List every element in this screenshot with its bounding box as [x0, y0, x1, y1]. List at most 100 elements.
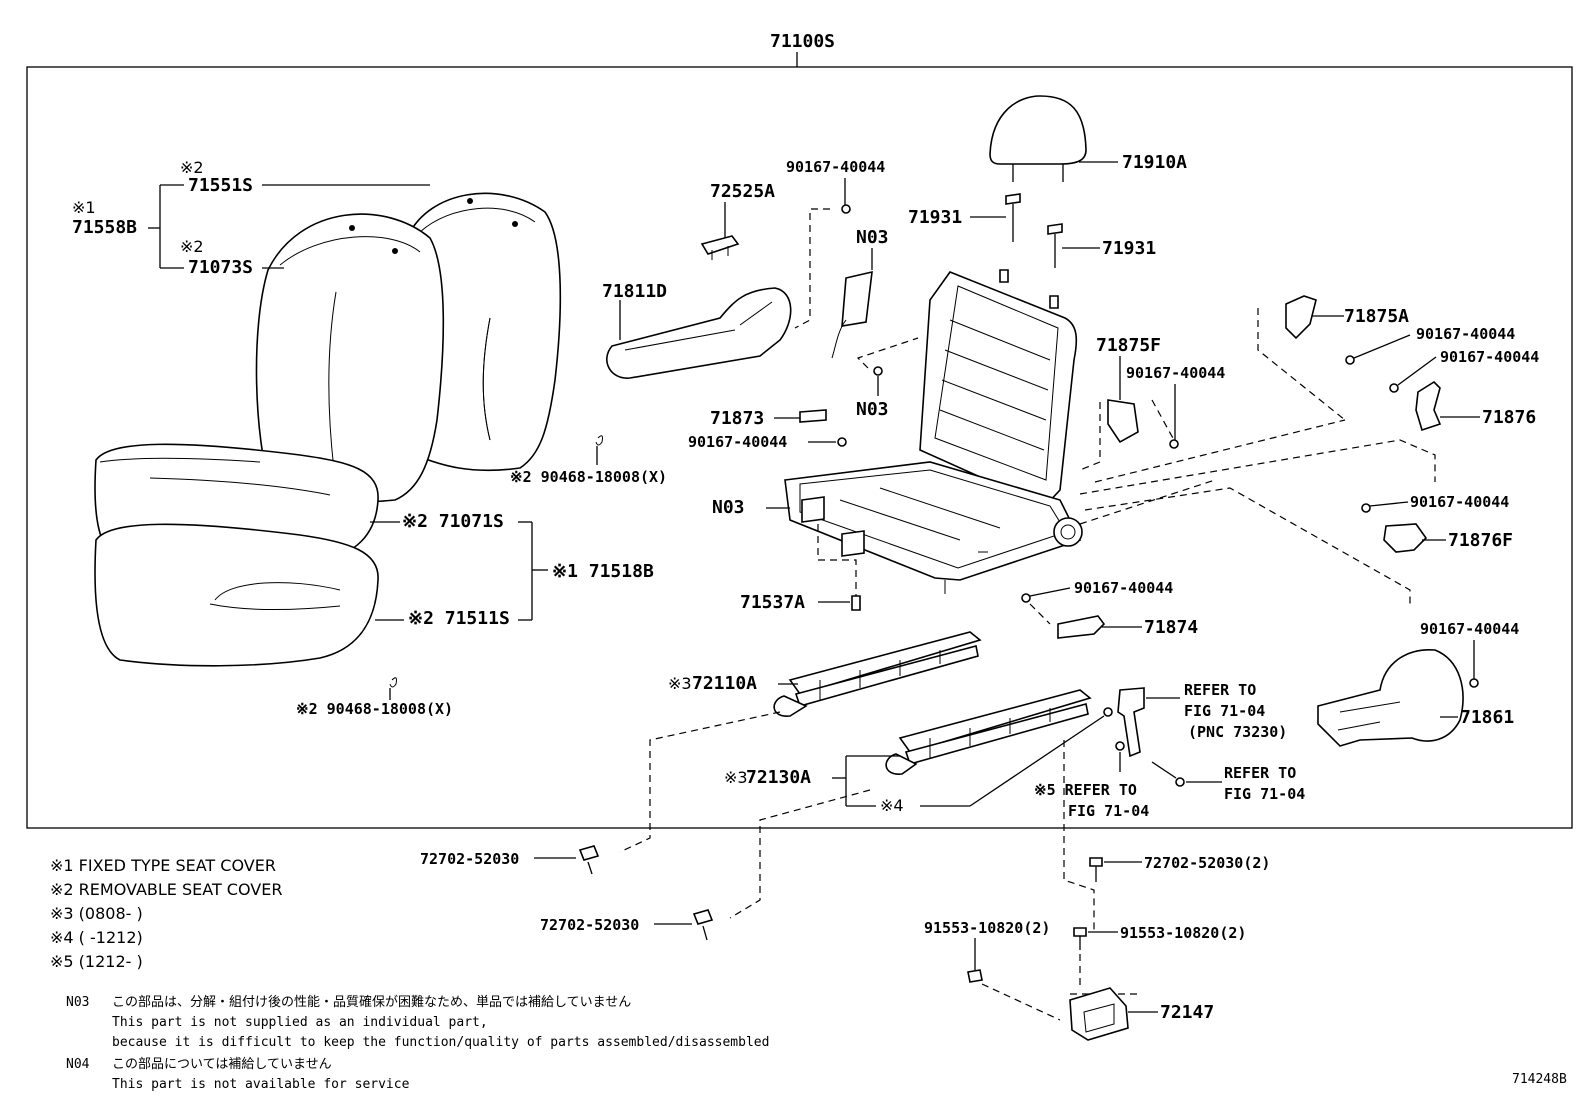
part-72110A: 72110A: [692, 673, 757, 694]
bolt-icon: [1361, 503, 1371, 513]
ref-2-line-1: REFER TO: [1224, 764, 1296, 782]
part-72702-52030-c: 72702-52030(2): [1144, 854, 1270, 872]
part-72147: 72147: [1160, 1002, 1214, 1023]
seatback-cover-front: [255, 213, 491, 503]
note-n03-code: N03: [66, 995, 89, 1010]
note-mark-4: ※4: [880, 796, 904, 815]
note-n04-english: This part is not available for service: [112, 1077, 410, 1092]
part-N03-c: N03: [712, 497, 745, 518]
ref-3-line-2: FIG 71-04: [1068, 802, 1149, 820]
clip-71873: [799, 409, 827, 423]
part-90167-40044-a: 90167-40044: [786, 158, 885, 176]
seat-track-outer: [773, 631, 982, 717]
seat-frame: [784, 269, 1083, 594]
clip-71537A: [851, 595, 861, 611]
note-mark: ※2: [180, 158, 204, 177]
bracket-72147: [1069, 987, 1129, 1041]
part-90468-18008-lower: ※2 90468-18008(X): [296, 700, 453, 718]
part-71518B: ※1 71518B: [552, 561, 654, 582]
part-71876: 71876: [1482, 407, 1536, 428]
belt-anchor-bracket: [1117, 687, 1145, 758]
assembly-frame: [26, 66, 1573, 829]
bolt-icon: [873, 366, 883, 376]
part-71861: 71861: [1460, 707, 1514, 728]
part-N03-b: N03: [856, 399, 889, 420]
part-90167-40044-b: 90167-40044: [1416, 325, 1515, 343]
bolt-icon: [692, 909, 714, 925]
part-71875F: 71875F: [1096, 335, 1161, 356]
headrest-guide-1: [1005, 193, 1021, 242]
part-90167-40044-h: 90167-40044: [1074, 579, 1173, 597]
bolt-icon: [1469, 678, 1479, 688]
part-90468-18008-upper: ※2 90468-18008(X): [510, 468, 667, 486]
seat-track-inner: [885, 689, 1113, 775]
bolt-icon: [1073, 927, 1087, 937]
bolt-icon: [1175, 777, 1185, 787]
part-71073S: 71073S: [188, 257, 253, 278]
note-mark: ※3: [724, 768, 748, 787]
hog-ring-2: [389, 677, 397, 688]
bolt-icon: [1345, 355, 1355, 365]
part-71876F: 71876F: [1448, 530, 1513, 551]
armrest: [606, 287, 792, 379]
ref-3-line-1: ※5 REFER TO: [1034, 781, 1137, 799]
note-n03-english-2: because it is difficult to keep the func…: [112, 1035, 769, 1050]
legend-item: ※2 REMOVABLE SEAT COVER: [50, 880, 282, 899]
seatback-cover-rear: [402, 192, 562, 472]
assembly-title: 71100S: [770, 31, 835, 52]
part-N03-a: N03: [856, 227, 889, 248]
part-71558B: 71558B: [72, 217, 137, 238]
note-mark: ※3: [668, 674, 692, 693]
part-90167-40044-e: 90167-40044: [688, 433, 787, 451]
cover-71876: [1415, 380, 1442, 432]
ref-1-line-3: (PNC 73230): [1188, 723, 1287, 741]
part-71931-b: 71931: [1102, 238, 1156, 259]
legend-item: ※1 FIXED TYPE SEAT COVER: [50, 856, 276, 875]
side-shield-71861: [1317, 649, 1464, 747]
bolt-icon: [1115, 741, 1125, 751]
cover-71875A: [1285, 295, 1317, 340]
note-n04-code: N04: [66, 1057, 90, 1072]
clip-71874: [1057, 615, 1106, 639]
headrest-guide-2: [1047, 223, 1063, 268]
part-91553-10820-b: 91553-10820(2): [1120, 924, 1246, 942]
part-90167-40044-d: 90167-40044: [1126, 364, 1225, 382]
part-71511S: ※2 71511S: [408, 608, 510, 629]
part-71875A: 71875A: [1344, 306, 1409, 327]
bolt-icon: [837, 437, 847, 447]
part-90167-40044-g: 90167-40044: [1420, 620, 1519, 638]
note-n03-japanese: この部品は、分解・組付け後の性能・品質確保が困難なため、単品では補給していません: [112, 994, 631, 1010]
bolt-icon: [967, 969, 983, 983]
cover-71876F: [1383, 523, 1428, 553]
part-90167-40044-c: 90167-40044: [1440, 348, 1539, 366]
diagram-id: 714248B: [1512, 1072, 1567, 1087]
ref-2-line-2: FIG 71-04: [1224, 785, 1305, 803]
part-71931-a: 71931: [908, 207, 962, 228]
hog-ring-1: [595, 435, 603, 446]
bolt-icon: [841, 204, 851, 214]
part-71071S: ※2 71071S: [402, 511, 504, 532]
part-72130A: 72130A: [746, 767, 811, 788]
part-71910A: 71910A: [1122, 152, 1187, 173]
part-91553-10820-a: 91553-10820(2): [924, 919, 1050, 937]
bolt-icon: [578, 845, 600, 861]
part-71551S: 71551S: [188, 175, 253, 196]
part-71537A: 71537A: [740, 592, 805, 613]
legend-item: ※5 (1212- ): [50, 952, 143, 971]
legend-item: ※3 (0808- ): [50, 904, 143, 923]
bolt-icon: [1021, 593, 1031, 603]
part-71873: 71873: [710, 408, 764, 429]
bolt-icon: [1389, 383, 1399, 393]
seat-heater-module: [831, 270, 873, 359]
ref-1-line-1: REFER TO: [1184, 681, 1256, 699]
note-mark: ※1: [72, 198, 96, 217]
part-71874: 71874: [1144, 617, 1198, 638]
legend-item: ※4 ( -1212): [50, 928, 143, 947]
note-n04-japanese: この部品については補給していません: [112, 1057, 332, 1072]
part-72702-52030-a: 72702-52030: [420, 850, 519, 868]
headrest: [989, 95, 1087, 182]
part-90167-40044-f: 90167-40044: [1410, 493, 1509, 511]
bolt-icon: [1089, 857, 1103, 867]
ref-1-line-2: FIG 71-04: [1184, 702, 1265, 720]
note-mark: ※2: [180, 237, 204, 256]
